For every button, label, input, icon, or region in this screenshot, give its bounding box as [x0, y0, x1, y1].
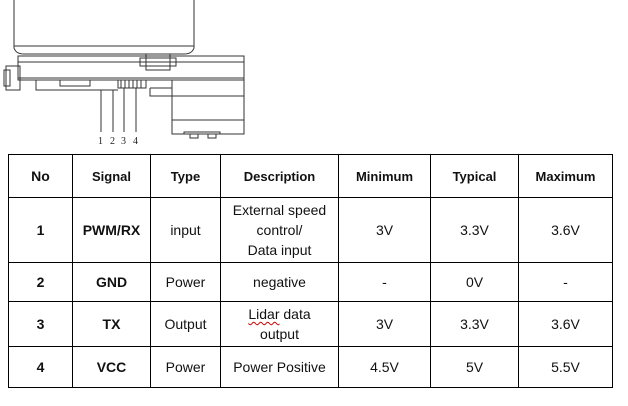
description-line: Data input [247, 242, 312, 258]
pin-label-1: 1 [98, 136, 103, 147]
header-maximum: Maximum [518, 154, 613, 198]
table-row: 3 TX Output Lidar data output 3V 3.3V 3.… [8, 301, 613, 347]
cell-type: input [150, 197, 221, 263]
cell-signal: TX [72, 301, 151, 347]
cell-description: Lidar data output [220, 301, 339, 347]
cell-typical: 0V [430, 262, 519, 302]
description-line: External speed [232, 202, 327, 218]
header-type: Type [150, 154, 221, 198]
cell-signal: PWM/RX [72, 197, 151, 263]
cell-description: External speed control/ Data input [220, 197, 339, 263]
description-line: control/ [256, 222, 303, 238]
cell-maximum: - [518, 262, 613, 302]
pin-spec-table: No Signal Type Description Minimum Typic… [8, 154, 613, 388]
cell-type: Power [150, 262, 221, 302]
header-typical: Typical [430, 154, 519, 198]
pin-label-4: 4 [133, 136, 138, 147]
cell-typical: 3.3V [430, 301, 519, 347]
description-line: Lidar data [224, 304, 335, 324]
cell-no: 1 [8, 197, 73, 263]
table-row: 4 VCC Power Power Positive 4.5V 5V 5.5V [8, 346, 613, 388]
cell-signal: GND [72, 262, 151, 302]
cell-minimum: 4.5V [338, 346, 431, 388]
pin-label-3: 3 [121, 136, 126, 147]
header-no: No [8, 154, 73, 198]
cell-minimum: 3V [338, 197, 431, 263]
cell-minimum: 3V [338, 301, 431, 347]
cell-maximum: 3.6V [518, 197, 613, 263]
header-minimum: Minimum [338, 154, 431, 198]
cell-maximum: 3.6V [518, 301, 613, 347]
cell-maximum: 5.5V [518, 346, 613, 388]
description-line: output [260, 326, 299, 342]
description-text: data [279, 306, 311, 322]
lidar-outline-svg [3, 0, 245, 139]
cell-type: Power [150, 346, 221, 388]
cell-description: negative [220, 262, 339, 302]
lidar-connector-drawing: 1 2 3 4 [0, 0, 628, 152]
cell-typical: 3.3V [430, 197, 519, 263]
table-row: 2 GND Power negative - 0V - [8, 262, 613, 302]
cell-no: 3 [8, 301, 73, 347]
cell-typical: 5V [430, 346, 519, 388]
cell-no: 2 [8, 262, 73, 302]
cell-type: Output [150, 301, 221, 347]
table-row: 1 PWM/RX input External speed control/ D… [8, 197, 613, 263]
pin-label-2: 2 [110, 136, 115, 147]
cell-description: Power Positive [220, 346, 339, 388]
header-description: Description [220, 154, 339, 198]
cell-no: 4 [8, 346, 73, 388]
cell-minimum: - [338, 262, 431, 302]
cell-signal: VCC [72, 346, 151, 388]
table-header-row: No Signal Type Description Minimum Typic… [8, 154, 613, 198]
spellcheck-word: Lidar [248, 306, 280, 322]
header-signal: Signal [72, 154, 151, 198]
